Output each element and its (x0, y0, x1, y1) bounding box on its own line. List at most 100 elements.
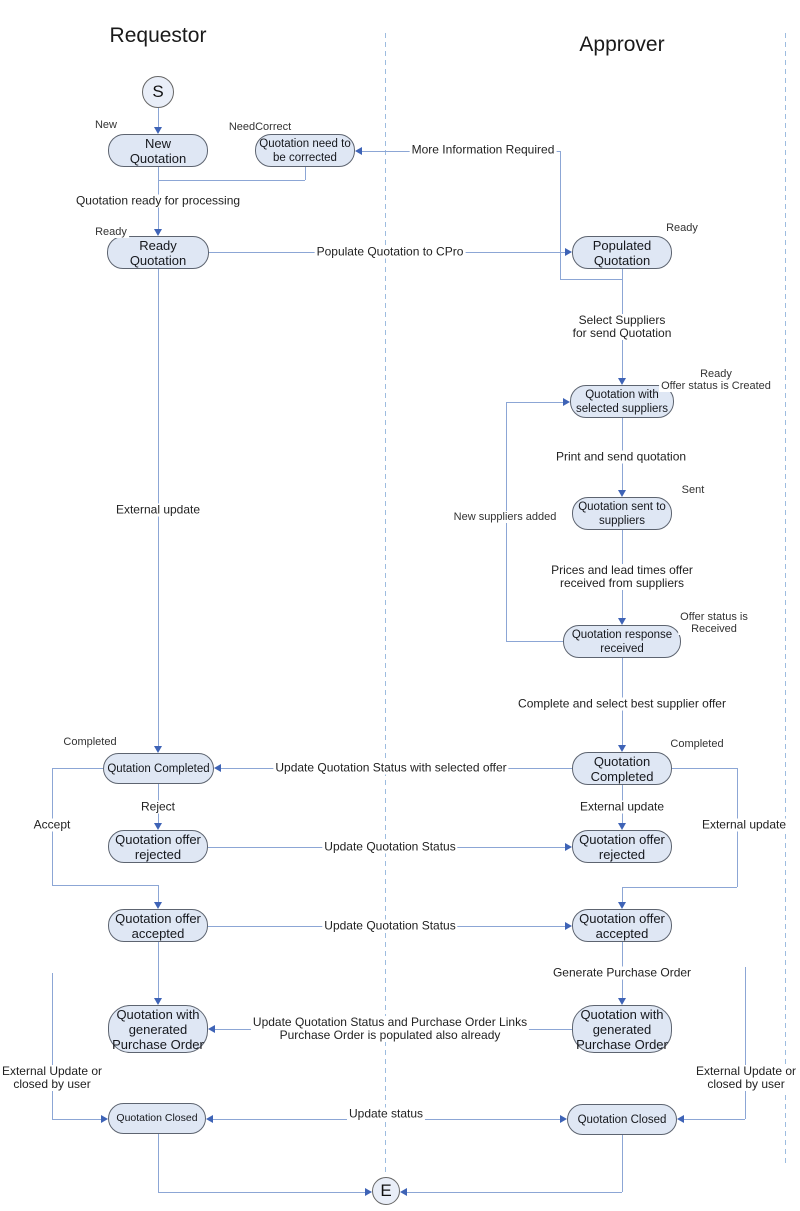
state-quotation-offer-accepted-requestor: Quotation offer accepted (108, 909, 208, 942)
arrowhead-right (560, 1115, 567, 1123)
state-populated-quotation: Populated Quotation (572, 236, 672, 269)
flow-line (560, 279, 622, 280)
arrowhead-down (618, 823, 626, 830)
edge-label-external-update-right: External update (699, 817, 789, 832)
arrowhead-left (400, 1188, 407, 1196)
state-quotation-selected-suppliers: Quotation with selected suppliers (570, 385, 674, 418)
arrowhead-down (154, 746, 162, 753)
state-label-completed-right: Completed (668, 738, 726, 750)
state-quotation-completed-approver: Quotation Completed (572, 752, 672, 785)
state-quotation-closed-approver: Quotation Closed (567, 1104, 677, 1135)
state-label-completed-left: Completed (61, 736, 119, 748)
lane-title-requestor: Requestor (109, 24, 207, 47)
arrowhead-left (214, 764, 221, 772)
state-quotation-completed-requestor: Qutation Completed (103, 753, 214, 784)
flow-line (407, 1192, 622, 1193)
state-quotation-generated-po-requestor: Quotation with generated Purchase Order (108, 1005, 208, 1053)
edge-label-external-closed-right: External Update or closed by user (693, 1064, 799, 1091)
flow-line (506, 641, 563, 642)
edge-label-ready-processing: Quotation ready for processing (73, 193, 243, 208)
state-label-ready-offer-created: Ready Offer status is Created (659, 368, 773, 392)
state-quotation-offer-accepted-approver: Quotation offer accepted (572, 909, 672, 942)
arrowhead-down (618, 378, 626, 385)
arrowhead-down (154, 902, 162, 909)
flow-line (158, 1192, 365, 1193)
edge-label-reject: Reject (138, 799, 178, 814)
state-label-ready-left: Ready (93, 226, 129, 238)
state-quotation-sent-suppliers: Quotation sent to suppliers (572, 497, 672, 530)
state-quotation-offer-rejected-approver: Quotation offer rejected (572, 830, 672, 863)
edge-label-print-send: Print and send quotation (553, 449, 689, 464)
flow-line (158, 885, 159, 902)
end-node: E (372, 1177, 400, 1205)
arrowhead-left (677, 1115, 684, 1123)
arrowhead-down (618, 490, 626, 497)
state-label-new: New (92, 119, 120, 131)
flow-line (622, 269, 623, 279)
state-quotation-generated-po-approver: Quotation with generated Purchase Order (572, 1005, 672, 1053)
arrowhead-down (618, 902, 626, 909)
flow-line (672, 768, 737, 769)
arrowhead-right (565, 248, 572, 256)
flow-line (684, 1119, 745, 1120)
edge-label-more-info: More Information Required (409, 142, 557, 157)
edge-label-prices-lead: Prices and lead times offer received fro… (549, 563, 695, 590)
arrowhead-right (565, 843, 572, 851)
arrowhead-down (154, 127, 162, 134)
state-label-needcorrect: NeedCorrect (226, 121, 294, 133)
edge-label-select-suppliers: Select Suppliers for send Quotation (570, 313, 674, 340)
flow-line (622, 887, 623, 902)
state-label-sent: Sent (679, 484, 707, 496)
state-quotation-offer-rejected-requestor: Quotation offer rejected (108, 830, 208, 863)
arrowhead-down (154, 823, 162, 830)
flow-line (506, 402, 563, 403)
arrowhead-left (208, 1025, 215, 1033)
start-node: S (142, 76, 174, 108)
edge-label-external-update-mid: External update (577, 799, 667, 814)
lane-divider (785, 33, 786, 1165)
edge-label-external-update-lane: External update (113, 502, 203, 517)
state-quotation-closed-requestor: Quotation Closed (108, 1103, 206, 1134)
flow-line (745, 967, 746, 1119)
flow-line (560, 151, 561, 279)
edge-label-update-status-rejected: Update Quotation Status (322, 839, 458, 854)
arrowhead-right (563, 398, 570, 406)
arrowhead-right (565, 922, 572, 930)
state-new-quotation: New Quotation (108, 134, 208, 167)
state-ready-quotation: Ready Quotation (107, 236, 209, 269)
arrowhead-right (365, 1188, 372, 1196)
edge-label-generate-po: Generate Purchase Order (550, 965, 694, 980)
edge-label-new-suppliers: New suppliers added (451, 511, 559, 523)
edge-label-update-status-accepted: Update Quotation Status (322, 918, 458, 933)
flow-line (158, 108, 159, 127)
arrowhead-left (206, 1115, 213, 1123)
arrowhead-right (101, 1115, 108, 1123)
flow-line (305, 167, 306, 180)
flow-line (52, 885, 158, 886)
flow-line (622, 1134, 623, 1192)
arrowhead-down (154, 229, 162, 236)
flow-line (158, 180, 305, 181)
lane-divider (385, 33, 386, 1175)
arrowhead-left (355, 147, 362, 155)
edge-label-populate-cpro: Populate Quotation to CPro (314, 244, 466, 259)
flow-line (622, 887, 737, 888)
edge-label-accept: Accept (31, 817, 73, 832)
flow-line (52, 1119, 101, 1120)
edge-label-update-selected: Update Quotation Status with selected of… (273, 760, 509, 775)
flow-line (52, 973, 53, 1119)
arrowhead-down (618, 618, 626, 625)
flow-line (158, 1134, 159, 1192)
arrowhead-down (154, 998, 162, 1005)
arrowhead-down (618, 998, 626, 1005)
edge-label-update-po-links: Update Quotation Status and Purchase Ord… (250, 1015, 530, 1042)
flow-line (52, 768, 103, 769)
flow-line (158, 942, 159, 998)
state-label-ready-right: Ready (664, 222, 700, 234)
arrowhead-down (618, 745, 626, 752)
state-quotation-response-received: Quotation response received (563, 625, 681, 658)
edge-label-update-status-closed: Update status (346, 1106, 426, 1121)
state-label-offer-received: Offer status is Received (678, 611, 750, 635)
lane-title-approver: Approver (579, 33, 665, 56)
